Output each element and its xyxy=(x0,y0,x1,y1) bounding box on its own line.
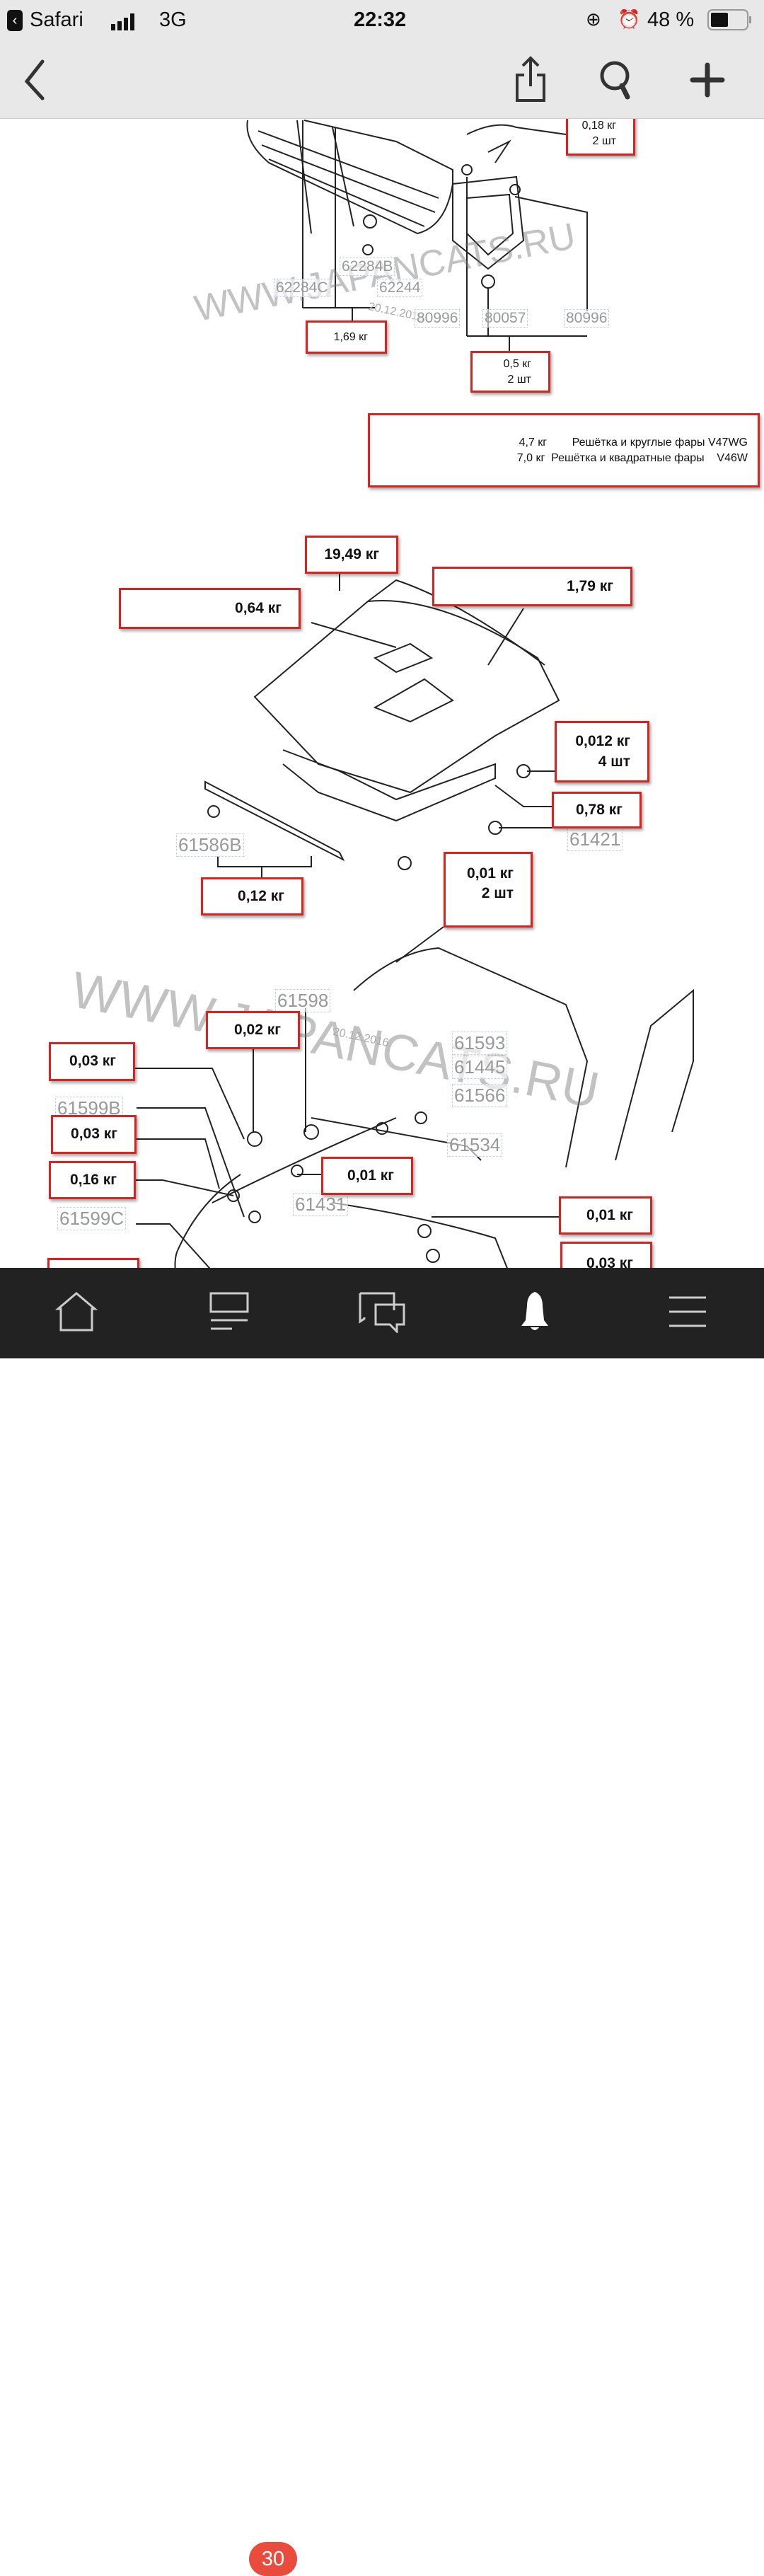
weight-label: 0,01 кг xyxy=(559,1196,652,1235)
weight-label: 0,02 кг xyxy=(206,1011,300,1049)
weight-label: 0,16 кг xyxy=(49,1161,136,1199)
part-number: 62284B xyxy=(340,258,395,276)
weight-label: 0,03 кг xyxy=(560,1242,652,1268)
weight-label: 0,01 кг xyxy=(321,1157,413,1195)
weight-text: 1,69 кг xyxy=(333,330,368,343)
note-line: 4,7 кг Решётка и круглые фары V47WG xyxy=(519,436,748,449)
clock: 22:32 xyxy=(354,8,407,31)
weight-text: 0,012 кг xyxy=(575,733,630,750)
weight-label: 0,5 кг 2 шт xyxy=(470,351,550,393)
part-number: 61566 xyxy=(452,1084,508,1107)
tab-notifications[interactable] xyxy=(507,1283,563,1340)
back-app-icon[interactable]: ‹ xyxy=(7,10,23,31)
weight-text: 0,02 кг xyxy=(234,1021,281,1038)
part-number: 80057 xyxy=(482,309,528,328)
signal-icon xyxy=(111,13,139,36)
weight-text: 0,78 кг xyxy=(576,801,623,818)
weight-label: 0,01 кг 2 шт xyxy=(444,852,533,928)
network-label: 3G xyxy=(159,8,187,31)
part-number: 62284C xyxy=(274,279,330,297)
tab-bar: 30 xyxy=(0,1268,764,2576)
status-bar: ‹ Safari 3G 22:32 ⊕ ⏰ 48 % xyxy=(0,0,764,41)
weight-label: 0,012 кг 4 шт xyxy=(555,721,649,782)
quantity-text: 4 шт xyxy=(598,753,630,770)
weight-text: 0,18 кг xyxy=(581,120,616,132)
weight-text: 0,03 кг xyxy=(69,1053,116,1070)
part-number: 61598 xyxy=(275,989,331,1012)
quantity-text: 2 шт xyxy=(592,135,616,147)
share-button[interactable] xyxy=(509,52,552,108)
weight-text: 0,16 кг xyxy=(70,1171,117,1188)
weight-text: 0,01 кг xyxy=(467,865,514,882)
part-number: 61431 xyxy=(293,1193,349,1216)
weight-label: 0,03 кг xyxy=(49,1042,135,1081)
messages-icon xyxy=(359,1292,405,1333)
battery-percent: 48 % xyxy=(647,8,695,31)
back-button[interactable] xyxy=(14,55,57,105)
part-number: 80996 xyxy=(564,309,610,328)
weight-label: 1,79 кг xyxy=(432,567,632,606)
feed-badge: 30 xyxy=(249,2542,297,2576)
parts-line-drawing xyxy=(135,120,694,1268)
search-icon xyxy=(600,61,630,100)
share-icon xyxy=(516,56,545,102)
part-number: 61534 xyxy=(447,1133,503,1157)
weight-text: 0,01 кг xyxy=(586,1206,633,1223)
back-app-label[interactable]: Safari xyxy=(30,8,83,31)
battery-icon xyxy=(707,9,753,36)
weight-label: 0,78 кг xyxy=(552,792,642,828)
weight-text: 1,79 кг xyxy=(567,577,613,594)
tab-messages[interactable] xyxy=(354,1283,410,1340)
weight-label: 19,49 кг xyxy=(305,536,398,574)
alarm-icon: ⏰ xyxy=(618,8,641,30)
weight-text: 0,03 кг xyxy=(586,1255,633,1268)
tab-home[interactable] xyxy=(48,1283,105,1340)
weight-label: 0,12 кг xyxy=(201,877,303,916)
weight-label-partial xyxy=(47,1258,139,1268)
home-icon xyxy=(55,1292,98,1332)
feed-icon xyxy=(209,1292,249,1330)
weight-text: 0,12 кг xyxy=(238,887,284,904)
weight-label: 0,03 кг xyxy=(51,1115,137,1154)
weight-text: 0,01 кг xyxy=(347,1167,394,1184)
weight-label: 1,69 кг xyxy=(306,320,387,354)
note-line: 7,0 кг Решётка и квадратные фары V46W xyxy=(516,451,748,464)
add-button[interactable] xyxy=(686,55,729,105)
rotation-lock-icon: ⊕ xyxy=(586,8,601,30)
browser-toolbar xyxy=(0,41,764,119)
part-number: 61599C xyxy=(57,1207,127,1230)
weight-text: 0,64 кг xyxy=(235,599,282,616)
part-number: 61445 xyxy=(452,1056,508,1079)
quantity-text: 2 шт xyxy=(481,885,514,902)
quantity-text: 2 шт xyxy=(507,373,531,386)
chevron-left-icon xyxy=(24,59,45,100)
weight-note: 4,7 кг Решётка и круглые фары V47WG 7,0 к… xyxy=(368,413,760,487)
weight-text: 0,5 кг xyxy=(503,357,531,370)
tab-feed[interactable] xyxy=(201,1283,257,1340)
search-button[interactable] xyxy=(594,52,637,108)
plus-icon xyxy=(690,62,725,98)
part-number: 80996 xyxy=(415,309,461,328)
part-number: 61586B xyxy=(176,833,244,857)
menu-icon xyxy=(669,1296,706,1327)
weight-text: 19,49 кг xyxy=(324,545,379,562)
weight-text: 0,03 кг xyxy=(71,1126,117,1143)
weight-label: 0,64 кг xyxy=(119,588,301,629)
part-number: 62244 xyxy=(377,279,423,297)
diagram-image: WWW.JAPANCATS.RU 20.12.2016 WWW.JAPANCAT… xyxy=(0,119,764,1268)
weight-label: 0,18 кг 2 шт xyxy=(566,119,635,156)
bell-icon xyxy=(521,1292,548,1330)
part-number: 61593 xyxy=(452,1032,508,1055)
tab-menu[interactable] xyxy=(659,1283,716,1340)
part-number: 61421 xyxy=(567,828,623,851)
